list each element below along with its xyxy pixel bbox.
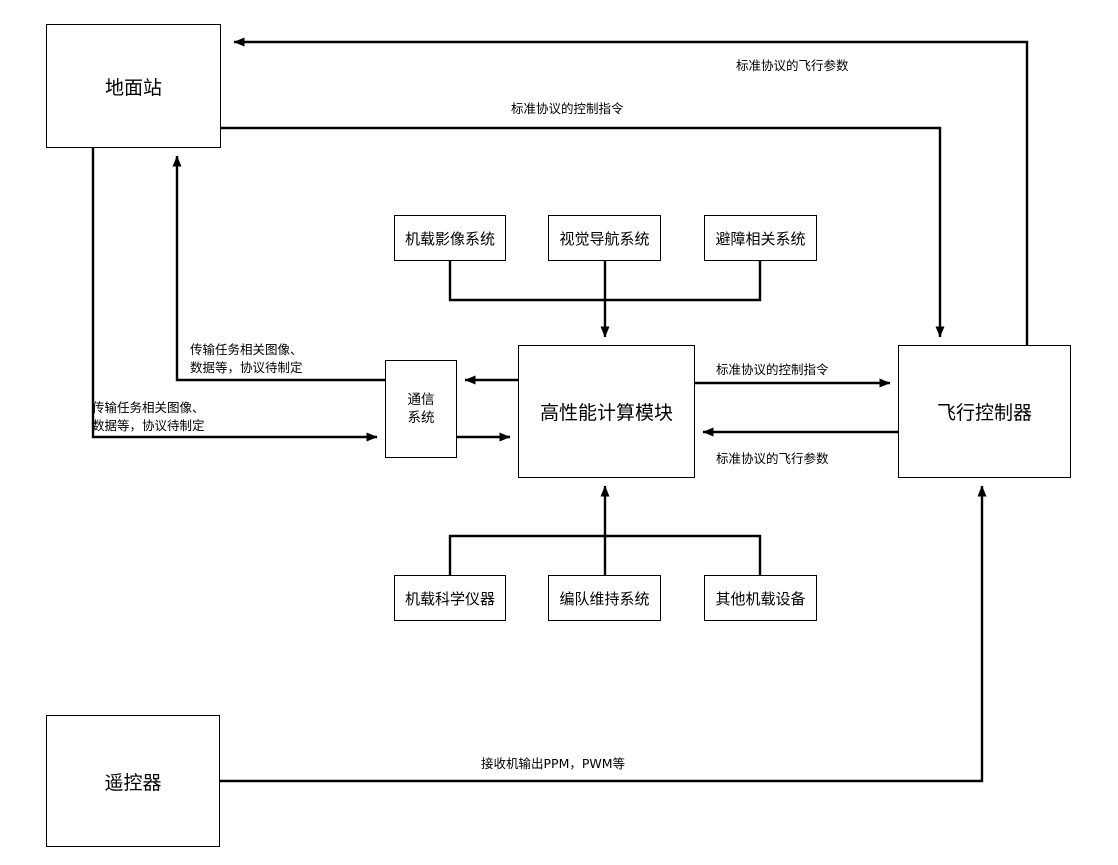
- wire-remote-to-fc: [220, 485, 987, 783]
- edge-label-uplink-mission-images-lower: 传输任务相关图像、 数据等，协议待制定: [92, 400, 205, 434]
- wire-ground-station-to-comm: [91, 148, 378, 442]
- node-ground-station[interactable]: 地面站: [46, 24, 221, 148]
- node-high-performance-computing-module[interactable]: 高性能计算模块: [518, 345, 695, 478]
- edge-label-hpc-to-fc-control-command: 标准协议的控制指令: [716, 362, 829, 377]
- edge-label-flight-params-to-ground-station: 标准协议的飞行参数: [736, 58, 849, 73]
- node-obstacle-avoidance-system[interactable]: 避障相关系统: [704, 215, 817, 261]
- edge-label-receiver-output-ppm-pwm: 接收机输出PPM，PWM等: [481, 756, 626, 771]
- edge-label-control-command-to-flight-controller: 标准协议的控制指令: [511, 101, 624, 116]
- node-visual-navigation-system[interactable]: 视觉导航系统: [548, 215, 661, 261]
- wire-payload-bus: [448, 534, 762, 575]
- wire-fc-to-ground-station: [233, 37, 1029, 345]
- node-airborne-imaging-system[interactable]: 机载影像系统: [394, 215, 506, 261]
- node-communication-system[interactable]: 通信 系统: [385, 360, 457, 458]
- node-airborne-scientific-instrument[interactable]: 机载科学仪器: [394, 575, 506, 621]
- node-remote-controller[interactable]: 遥控器: [46, 715, 220, 847]
- node-other-onboard-equipment[interactable]: 其他机载设备: [704, 575, 817, 621]
- edge-label-fc-to-hpc-flight-params: 标准协议的飞行参数: [716, 451, 829, 466]
- wire-sensor-bus: [448, 261, 762, 302]
- node-formation-keeping-system[interactable]: 编队维持系统: [548, 575, 661, 621]
- node-flight-controller[interactable]: 飞行控制器: [898, 345, 1071, 478]
- edge-label-uplink-mission-images-upper: 传输任务相关图像、 数据等，协议待制定: [190, 342, 303, 376]
